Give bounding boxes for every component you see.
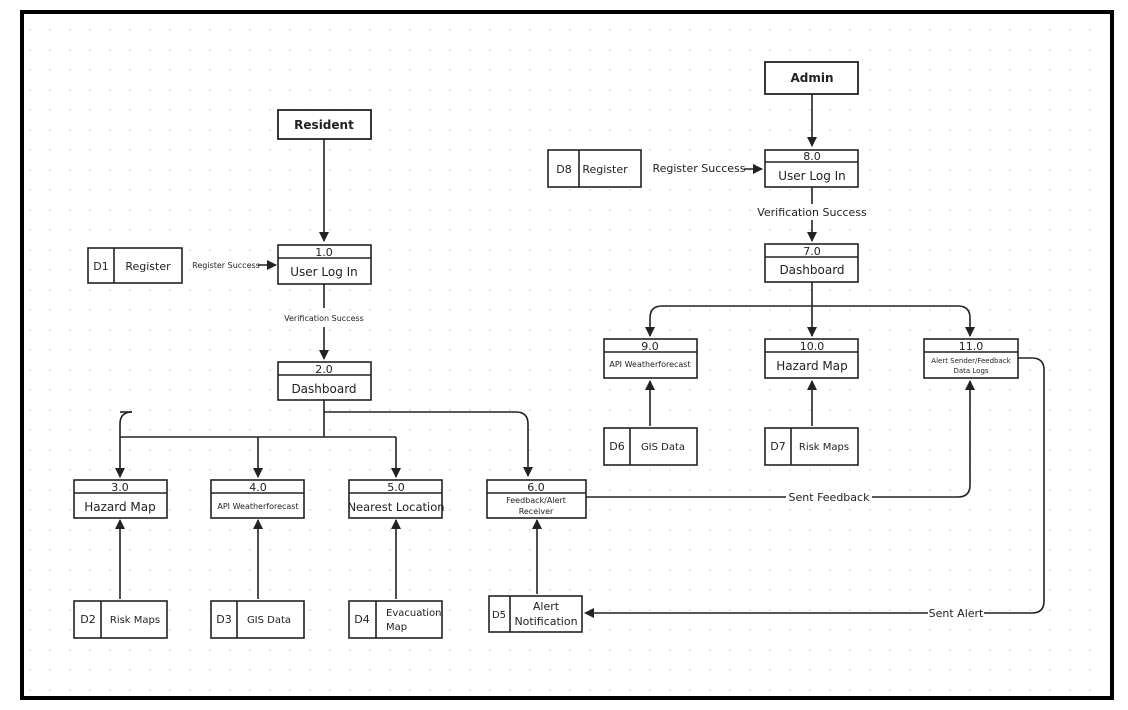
flow-sent-feedback-b <box>872 380 975 498</box>
process-4-api-weatherforecast[interactable] <box>210 479 305 519</box>
label-sent-feedback: Sent Feedback <box>789 491 871 504</box>
datastore-d5-alert-notification[interactable] <box>488 595 583 633</box>
datastore-d8-id: D8 <box>556 163 571 176</box>
flow-dashboard-to-feedback <box>324 411 533 477</box>
datastore-d2-id: D2 <box>80 613 95 626</box>
datastore-d3-id: D3 <box>216 613 231 626</box>
datastore-d7-risk-maps[interactable] <box>764 427 859 466</box>
process-9-api-weatherforecast[interactable] <box>603 338 698 379</box>
datastore-d4-label-line2: Map <box>386 622 407 633</box>
process-9-number: 9.0 <box>641 340 659 353</box>
datastore-d2-risk-maps[interactable] <box>73 600 168 639</box>
label-register-success-left: Register Success <box>192 261 260 270</box>
process-6-label-line1: Feedback/Alert <box>506 496 566 505</box>
diagram-frame <box>20 10 1114 700</box>
process-8-label: User Log In <box>778 169 846 183</box>
process-7-label: Dashboard <box>779 263 844 277</box>
datastore-d6-gis-data[interactable] <box>603 427 698 466</box>
flow-dashboard-to-api-right <box>645 305 663 337</box>
process-1-user-log-in[interactable] <box>277 244 372 285</box>
datastore-d2-label: Risk Maps <box>110 615 160 626</box>
process-9-label: API Weatherforecast <box>609 360 690 369</box>
process-2-number: 2.0 <box>315 363 333 376</box>
flow-dashboard-to-alert-sender <box>662 305 975 337</box>
process-5-label: Nearest Location <box>347 500 444 514</box>
datastore-d6-id: D6 <box>609 440 624 453</box>
process-4-number: 4.0 <box>249 481 267 494</box>
process-11-label-line2: Data Logs <box>953 367 988 375</box>
process-1-number: 1.0 <box>315 246 333 259</box>
process-6-number: 6.0 <box>527 481 545 494</box>
process-10-hazard-map[interactable] <box>764 338 859 379</box>
process-11-number: 11.0 <box>959 340 984 353</box>
datastore-d3-label: GIS Data <box>247 615 291 626</box>
entity-admin-label: Admin <box>790 71 833 85</box>
flow-sent-alert-a <box>984 357 1045 614</box>
process-5-nearest-location[interactable] <box>348 479 443 519</box>
process-8-user-log-in[interactable] <box>764 149 859 188</box>
process-4-label: API Weatherforecast <box>217 502 298 511</box>
datastore-d5-id: D5 <box>492 610 506 621</box>
datastore-d7-id: D7 <box>770 440 785 453</box>
datastore-d4-id: D4 <box>354 613 369 626</box>
process-6-label-line2: Receiver <box>519 507 554 516</box>
datastore-d1-label: Register <box>125 260 171 273</box>
process-5-number: 5.0 <box>387 481 405 494</box>
process-11-alert-sender[interactable] <box>923 338 1019 379</box>
process-3-number: 3.0 <box>111 481 129 494</box>
datastore-d4-evacuation-map[interactable] <box>348 600 443 639</box>
label-verification-success-left: Verification Success <box>284 314 364 323</box>
process-10-number: 10.0 <box>800 340 825 353</box>
process-3-hazard-map[interactable] <box>73 479 168 519</box>
datastore-d8-register[interactable] <box>547 149 642 188</box>
entity-resident-label: Resident <box>294 118 354 132</box>
datastore-d8-label: Register <box>582 163 628 176</box>
process-7-dashboard[interactable] <box>764 243 859 283</box>
process-6-feedback-alert-receiver[interactable] <box>486 479 587 519</box>
label-sent-alert: Sent Alert <box>929 607 984 620</box>
label-register-success-right: Register Success <box>652 162 745 175</box>
datastore-d1-register[interactable] <box>87 247 183 284</box>
datastore-d5-label-line1: Alert <box>533 600 560 613</box>
datastore-d7-label: Risk Maps <box>799 442 849 453</box>
datastore-d1-id: D1 <box>93 260 108 273</box>
datastore-d6-label: GIS Data <box>641 442 685 453</box>
process-10-label: Hazard Map <box>776 359 848 373</box>
process-7-number: 7.0 <box>803 245 821 258</box>
label-verification-success-right: Verification Success <box>757 206 867 219</box>
process-2-label: Dashboard <box>291 382 356 396</box>
process-2-dashboard[interactable] <box>277 361 372 401</box>
entity-admin[interactable]: Admin <box>764 61 859 95</box>
datastore-d5-label-line2: Notification <box>514 615 577 628</box>
entity-resident[interactable]: Resident <box>277 109 372 140</box>
process-1-label: User Log In <box>290 265 358 279</box>
process-3-label: Hazard Map <box>84 500 156 514</box>
process-8-number: 8.0 <box>803 150 821 163</box>
flow-dashboard-left-curve <box>119 411 133 437</box>
datastore-d3-gis-data[interactable] <box>210 600 305 639</box>
datastore-d4-label-line1: Evacuation <box>386 608 441 619</box>
process-11-label-line1: Alert Sender/Feedback <box>931 357 1011 365</box>
